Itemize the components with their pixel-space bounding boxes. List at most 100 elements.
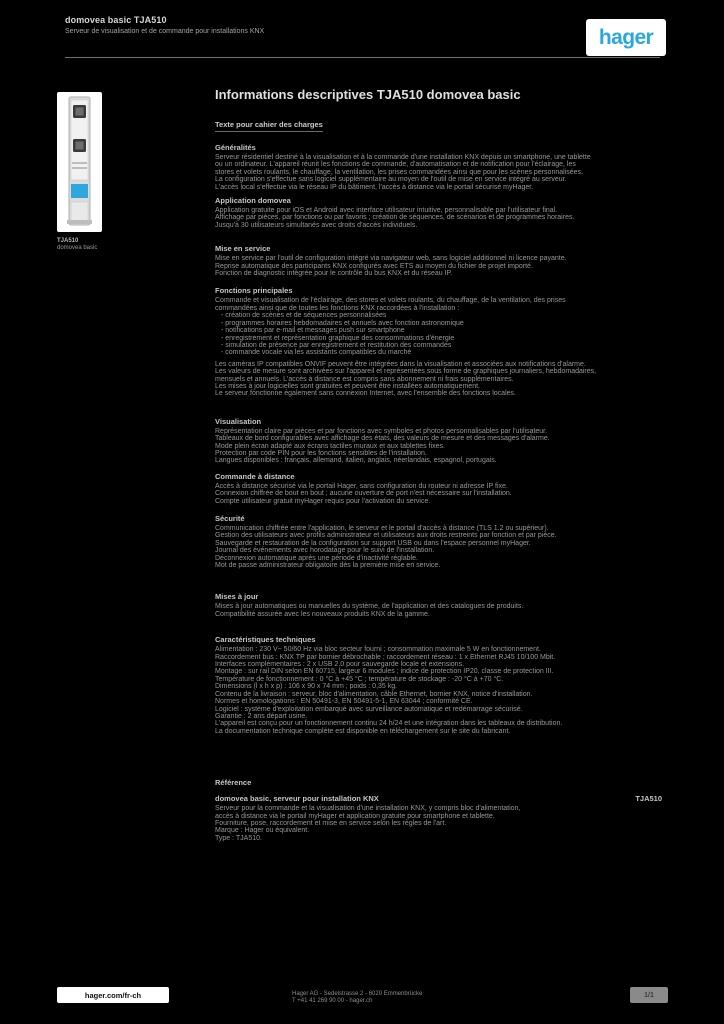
header-product-title: domovea basic TJA510 xyxy=(65,15,167,25)
section: domovea basic, serveur pour installation… xyxy=(215,795,662,842)
text-line: La configuration s'effectue sans logicie… xyxy=(215,176,567,184)
text-line: Compte utilisateur gratuit myHager requi… xyxy=(215,497,431,505)
section: Les caméras IP compatibles ONVIF peuvent… xyxy=(215,361,662,398)
text-line: - commande vocale via les assistants com… xyxy=(221,349,412,357)
section-reference-code: TJA510 xyxy=(635,794,662,804)
text-line: Mode plein écran adapté aux écrans tacti… xyxy=(215,442,445,450)
text-line: stores et volets roulants, le chauffage,… xyxy=(215,168,583,176)
text-line: Logiciel : système d'exploitation embarq… xyxy=(215,705,523,713)
product-caption-name: domovea basic xyxy=(57,245,98,251)
text-line: Commande et visualisation de l'éclairage… xyxy=(215,297,566,305)
text-line: Mot de passe administrateur obligatoire … xyxy=(215,562,441,570)
text-line: Serveur pour la commande et la visualisa… xyxy=(215,805,521,813)
text-line: commandées ainsi que de toutes les fonct… xyxy=(215,304,460,312)
text-line: Gestion des utilisateurs avec profils ad… xyxy=(215,532,557,540)
text-line: Déconnexion automatique après une périod… xyxy=(215,554,418,562)
text-line: - programmes horaires hebdomadaires et a… xyxy=(221,319,464,327)
text-line: accès à distance via le portail myHager … xyxy=(215,812,495,820)
section-heading: Application domovea xyxy=(215,196,291,206)
section-heading: Visualisation xyxy=(215,416,262,426)
section-heading: domovea basic, serveur pour installation… xyxy=(215,794,662,804)
section-heading: Mise en service xyxy=(215,244,271,254)
text-line: Fonction de diagnostic intégrée pour le … xyxy=(215,270,453,278)
text-line: ou un ordinateur. L'appareil réunit les … xyxy=(215,161,576,169)
text-line: Jusqu'à 30 utilisateurs simultanés avec … xyxy=(215,221,418,229)
text-line: - enregistrement et représentation graph… xyxy=(221,334,455,342)
section: Référence xyxy=(215,779,662,787)
text-line: Journal des événements avec horodatage p… xyxy=(215,547,435,555)
text-line: Normes et homologations : EN 50491-3, EN… xyxy=(215,698,473,706)
hager-logo: hager xyxy=(586,19,666,56)
text-line: - simulation de présence par enregistrem… xyxy=(221,341,452,349)
section-heading: Sécurité xyxy=(215,514,245,523)
hager-logo-text: hager xyxy=(598,25,654,49)
text-line: Accès à distance sécurisé via le portail… xyxy=(215,482,508,490)
text-line: Dimensions (l x h x p) : 106 x 90 x 74 m… xyxy=(215,683,398,691)
text-line: Type : TJA510. xyxy=(215,834,262,842)
content-column: Informations descriptives TJA510 domovea… xyxy=(215,88,662,842)
text-line: Les valeurs de mesure sont archivées sur… xyxy=(215,368,597,376)
section-heading: Référence xyxy=(215,778,252,788)
text-line: L'appareil est conçu pour un fonctionnem… xyxy=(215,720,563,728)
text-line: Langues disponibles : français, allemand… xyxy=(215,457,497,465)
footer-contact-line-1: Hager AG - Sedelstrasse 2 - 6020 Emmenbr… xyxy=(292,991,423,997)
section-heading: Généralités xyxy=(215,143,256,152)
product-photo xyxy=(57,92,102,232)
text-line: Communication chiffrée entre l'applicati… xyxy=(215,525,549,532)
product-device-illustration xyxy=(67,96,92,226)
footer-contact-line-2: T +41 41 269 90 00 - hager.ch xyxy=(292,998,373,1004)
product-caption-ref: TJA510 xyxy=(57,238,79,244)
text-line: Température de fonctionnement : 0 °C à +… xyxy=(215,675,504,683)
header-product-subtitle: Serveur de visualisation et de commande … xyxy=(65,28,265,35)
text-line: Mises à jour automatiques ou manuelles d… xyxy=(215,603,524,611)
text-line: Sauvegarde et restauration de la configu… xyxy=(215,539,531,547)
section-heading: Commande à distance xyxy=(215,471,295,481)
text-line: Fourniture, pose, raccordement et mise e… xyxy=(215,819,447,827)
footer-contact: Hager AG - Sedelstrasse 2 - 6020 Emmenbr… xyxy=(292,991,472,1005)
text-line: Représentation claire par pièces et par … xyxy=(215,427,548,435)
text-line: - création de scènes et de séquences per… xyxy=(221,312,387,320)
product-caption: TJA510 domovea basic xyxy=(57,238,177,252)
text-line: Interfaces complémentaires : 2 x USB 2.0… xyxy=(215,661,465,669)
footer-page-badge: 1/1 xyxy=(630,987,668,1003)
text-line: Compatibilité assurée avec les nouveaux … xyxy=(215,610,430,618)
header-divider xyxy=(65,57,660,58)
text-line: Application gratuite pour iOS et Android… xyxy=(215,207,558,215)
text-line: Contenu de la livraison : serveur, bloc … xyxy=(215,690,533,698)
footer-site-link[interactable]: hager.com/fr-ch xyxy=(57,987,169,1003)
text-line: Protection par code PIN pour les fonctio… xyxy=(215,449,427,457)
text-line: Alimentation : 230 V~ 50/60 Hz via bloc … xyxy=(215,646,541,654)
text-line: Raccordement bus : KNX TP par bornier dé… xyxy=(215,653,556,661)
section-heading: Mises à jour xyxy=(215,592,259,602)
text-line: L'accès local s'effectue via le réseau I… xyxy=(215,183,534,191)
text-line: Les mises à jour logicielles sont gratui… xyxy=(215,382,480,390)
text-line: Les caméras IP compatibles ONVIF peuvent… xyxy=(215,360,586,368)
text-line: Montage : sur rail DIN selon EN 60715, l… xyxy=(215,668,554,676)
text-line: Reprise automatique des participants KNX… xyxy=(215,262,533,270)
text-line: Serveur résidentiel destiné à la visuali… xyxy=(215,154,591,161)
section-heading: Fonctions principales xyxy=(215,286,293,296)
text-line: mensuels et annuels. L'accès à distance … xyxy=(215,375,514,383)
text-line: Affichage par pièces, par fonctions ou p… xyxy=(215,214,575,222)
text-line: La documentation technique complète est … xyxy=(215,727,511,735)
text-line: Garantie : 2 ans départ usine. xyxy=(215,712,308,720)
page-title: Informations descriptives TJA510 domovea… xyxy=(215,87,521,102)
section-heading: Caractéristiques techniques xyxy=(215,635,316,645)
text-line: Marque : Hager ou équivalent. xyxy=(215,827,310,835)
text-line: Connexion chiffrée de bout en bout ; auc… xyxy=(215,490,512,498)
text-line: Tableaux de bord configurables avec affi… xyxy=(215,435,550,443)
text-line: - notifications par e-mail et messages p… xyxy=(221,327,405,335)
text-line: Le serveur fonctionne également sans con… xyxy=(215,390,516,398)
content-subheading: Texte pour cahier des charges xyxy=(215,120,323,132)
